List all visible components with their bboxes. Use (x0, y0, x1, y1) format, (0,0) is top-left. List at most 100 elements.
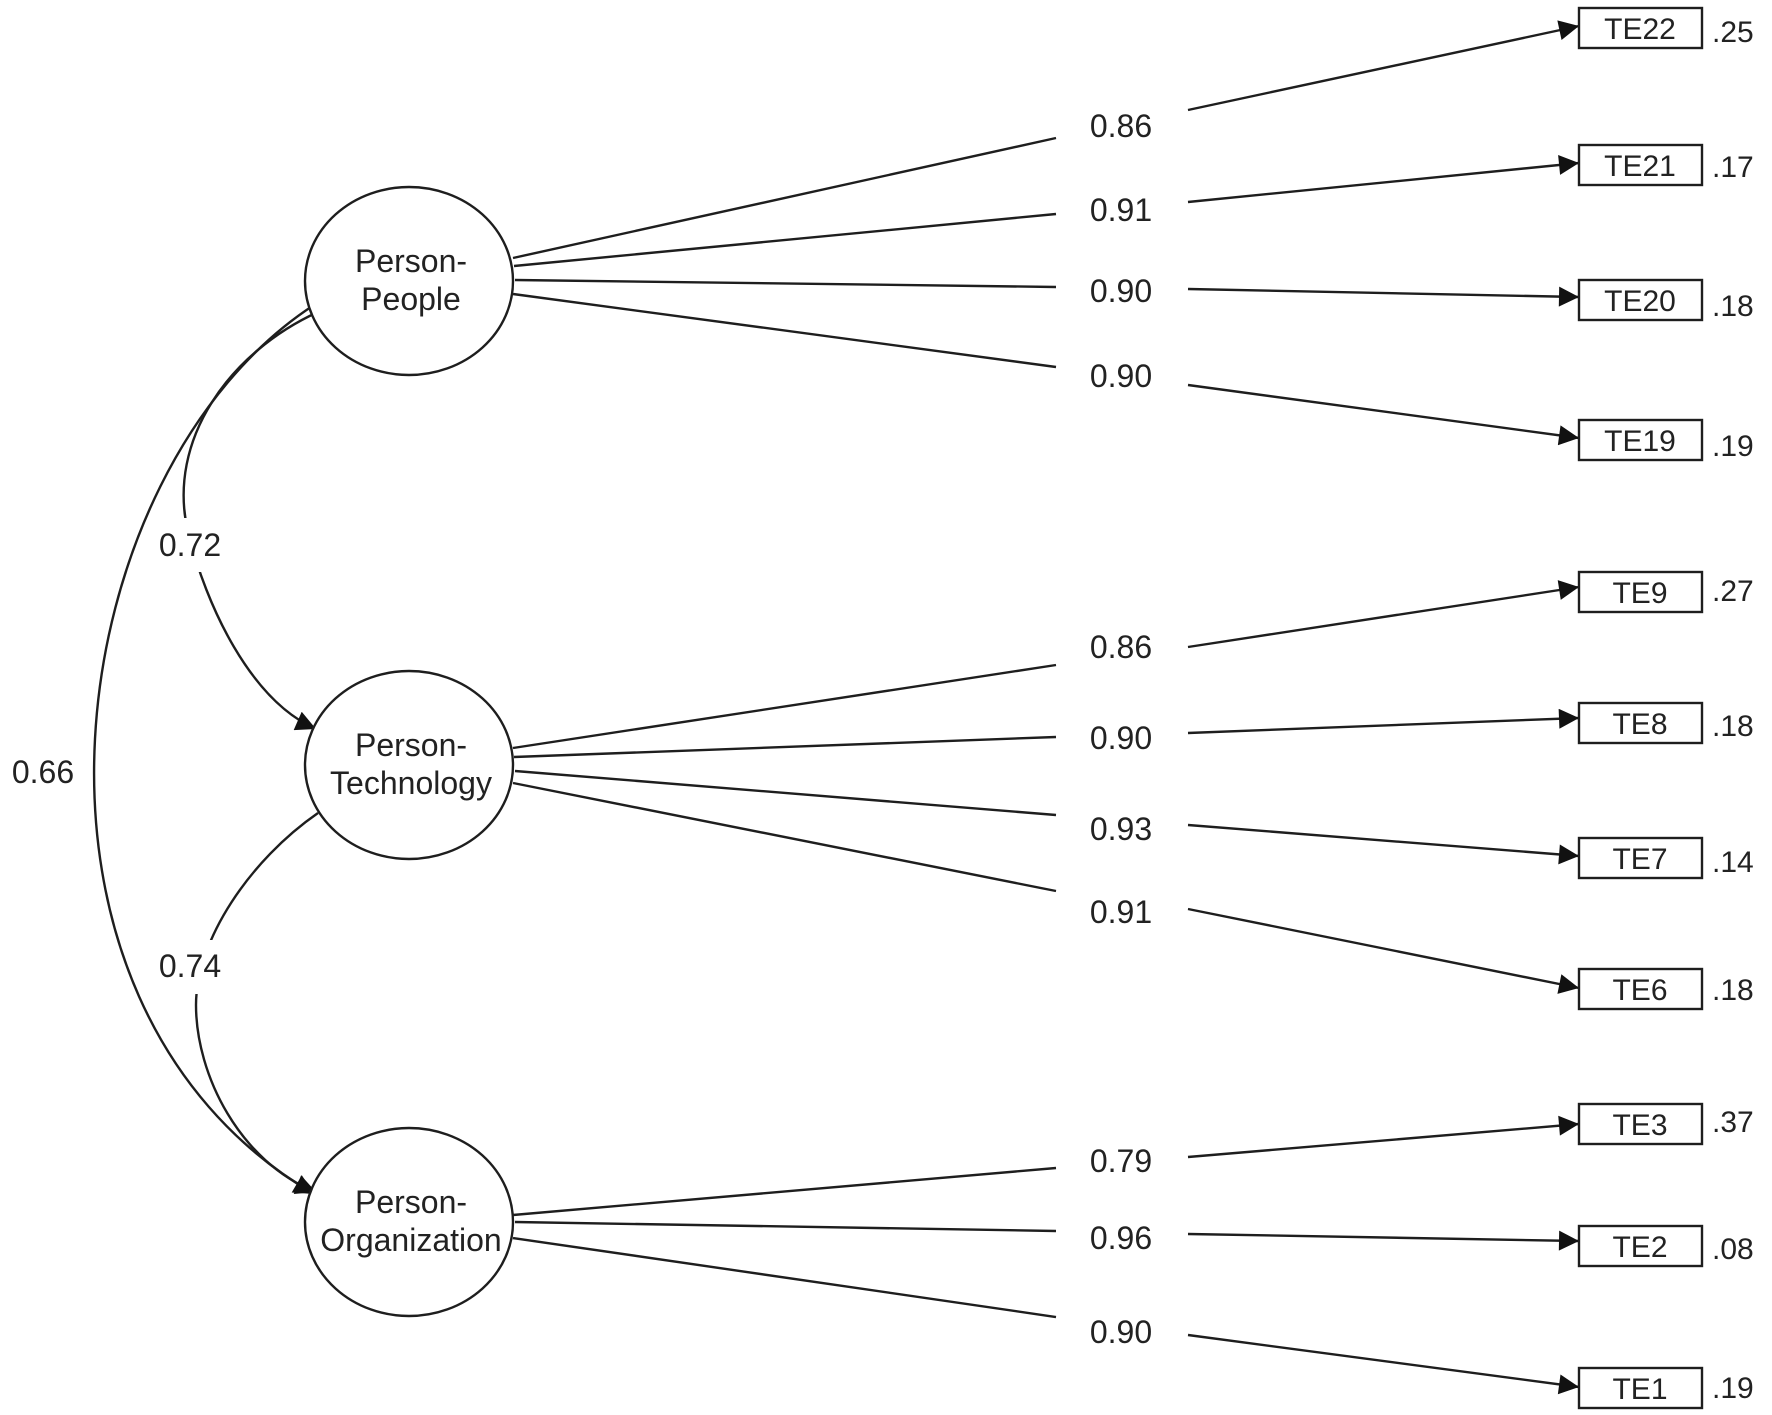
error-variance-te22: .25 (1712, 16, 1754, 49)
indicator-box-te1 (1577, 1366, 1704, 1410)
path-technology-te9-a (512, 663, 1057, 750)
factor-person-people-label-line1: Person- (355, 243, 467, 279)
error-variance-te8: .18 (1712, 710, 1754, 743)
error-variance-te6: .18 (1712, 974, 1754, 1007)
indicator-label-te9: TE9 (1612, 577, 1667, 610)
indicator-box-te19 (1577, 418, 1704, 462)
indicators: TE22 TE21 TE20 TE19 TE9 TE8 TE7 TE6 (1577, 6, 1704, 1410)
indicator-box-te9 (1577, 570, 1704, 614)
path-technology-te6-b (1187, 907, 1580, 994)
indicator-label-te21: TE21 (1604, 150, 1676, 183)
loading-label-te21: 0.91 (1090, 192, 1152, 228)
correlation-label-people-technology: 0.72 (159, 527, 221, 563)
error-variance-te9: .27 (1712, 575, 1754, 608)
indicator-box-te3 (1577, 1102, 1704, 1146)
factor-person-organization-label-line1: Person- (355, 1184, 467, 1220)
correlation-arc-technology-organization (194, 793, 341, 1194)
error-variance-te3: .37 (1712, 1106, 1754, 1139)
indicator-te6: TE6 (1577, 967, 1704, 1011)
error-variance-te20: .18 (1712, 290, 1754, 323)
correlation-labels: 0.72 0.74 0.66 (4, 518, 230, 994)
correlation-label-people-organization: 0.66 (12, 754, 74, 790)
path-technology-te9-b (1187, 580, 1580, 649)
indicator-te21: TE21 (1577, 143, 1704, 187)
error-variance-te21: .17 (1712, 151, 1754, 184)
indicator-label-te19: TE19 (1604, 425, 1676, 458)
path-organization-te2-a (514, 1220, 1057, 1233)
indicator-label-te7: TE7 (1612, 843, 1667, 876)
error-variance-te1: .19 (1712, 1372, 1754, 1405)
path-technology-te8-b (1187, 708, 1580, 735)
indicator-te7: TE7 (1577, 836, 1704, 880)
error-variance-te19: .19 (1712, 430, 1754, 463)
indicator-te3: TE3 (1577, 1102, 1704, 1146)
loading-paths (512, 20, 1580, 1395)
loading-label-te9: 0.86 (1090, 629, 1152, 665)
path-people-te22-b (1187, 20, 1580, 112)
factor-person-technology-ellipse (303, 669, 515, 861)
factor-person-people-label-line2: People (361, 281, 461, 317)
indicator-te2: TE2 (1577, 1224, 1704, 1268)
loading-label-te7: 0.93 (1090, 811, 1152, 847)
indicator-label-te6: TE6 (1612, 974, 1667, 1007)
path-organization-te1-b (1187, 1333, 1580, 1395)
path-people-te20-b (1187, 286, 1580, 307)
loading-label-te22: 0.86 (1090, 108, 1152, 144)
indicator-te9: TE9 (1577, 570, 1704, 614)
path-organization-te3-a (512, 1166, 1057, 1217)
path-organization-te2-b (1187, 1230, 1580, 1251)
correlation-arcs (92, 285, 341, 1196)
path-technology-te6-a (512, 781, 1057, 893)
indicator-box-te22 (1577, 6, 1704, 50)
loading-label-te19: 0.90 (1090, 358, 1152, 394)
path-organization-te3-b (1187, 1115, 1580, 1159)
indicator-te22: TE22 (1577, 6, 1704, 50)
correlation-label-technology-organization: 0.74 (159, 948, 221, 984)
indicator-te1: TE1 (1577, 1366, 1704, 1410)
path-technology-te7-b (1187, 823, 1580, 865)
error-variance-te2: .08 (1712, 1233, 1754, 1266)
factor-person-organization-ellipse (303, 1126, 515, 1318)
factor-person-organization-label-line2: Organization (320, 1222, 501, 1258)
latent-factors: Person- People Person- Technology Person… (303, 185, 515, 1318)
indicator-label-te20: TE20 (1604, 285, 1676, 318)
path-people-te19-a (512, 292, 1057, 369)
path-technology-te7-a (514, 769, 1057, 817)
indicator-te20: TE20 (1577, 278, 1704, 322)
indicator-label-te22: TE22 (1604, 13, 1676, 46)
factor-person-people-ellipse (303, 185, 515, 377)
indicator-box-te6 (1577, 967, 1704, 1011)
error-variances: .25 .17 .18 .19 .27 .18 .14 .18 .37 .08 … (1712, 16, 1754, 1405)
factor-person-technology-label-line2: Technology (330, 765, 492, 801)
error-variance-te7: .14 (1712, 846, 1754, 879)
indicator-box-te7 (1577, 836, 1704, 880)
factor-person-technology-label-line1: Person- (355, 727, 467, 763)
indicator-box-te8 (1577, 701, 1704, 745)
loading-label-te6: 0.91 (1090, 894, 1152, 930)
path-people-te22-a (512, 136, 1057, 260)
indicator-box-te21 (1577, 143, 1704, 187)
loading-label-te20: 0.90 (1090, 273, 1152, 309)
loading-label-te1: 0.90 (1090, 1314, 1152, 1350)
indicator-te8: TE8 (1577, 701, 1704, 745)
indicator-label-te2: TE2 (1612, 1231, 1667, 1264)
factor-person-organization: Person- Organization (303, 1126, 515, 1318)
path-people-te21-b (1187, 155, 1580, 204)
path-people-te19-b (1187, 383, 1580, 446)
loading-label-te3: 0.79 (1090, 1143, 1152, 1179)
path-organization-te1-a (512, 1236, 1057, 1319)
factor-person-technology: Person- Technology (303, 669, 515, 861)
path-people-te21-a (513, 212, 1057, 268)
indicator-box-te20 (1577, 278, 1704, 322)
factor-person-people: Person- People (303, 185, 515, 377)
loading-label-te8: 0.90 (1090, 720, 1152, 756)
indicator-label-te1: TE1 (1612, 1373, 1667, 1406)
indicator-te19: TE19 (1577, 418, 1704, 462)
loading-label-te2: 0.96 (1090, 1220, 1152, 1256)
path-technology-te8-a (513, 735, 1057, 759)
indicator-label-te8: TE8 (1612, 708, 1667, 741)
path-people-te20-a (514, 278, 1057, 289)
indicator-box-te2 (1577, 1224, 1704, 1268)
indicator-label-te3: TE3 (1612, 1109, 1667, 1142)
